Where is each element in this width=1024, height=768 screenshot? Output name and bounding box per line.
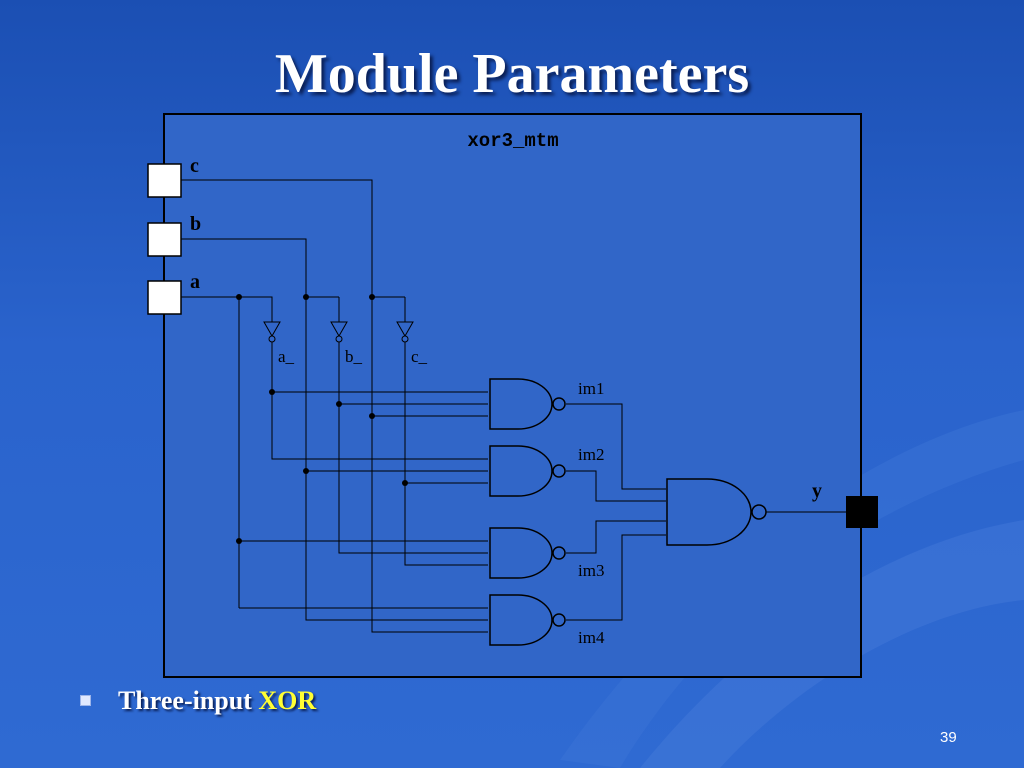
inverter-b [330,321,348,343]
nand-gate-im2 [489,445,566,497]
bullet-item: Three-input XOR [118,686,316,716]
slide-title: Module Parameters [274,43,750,105]
wire-im2-label: im2 [578,445,604,464]
wires [181,179,846,633]
junction-dots [236,294,408,544]
inverter-a-label: a_ [278,347,295,366]
nand-gate-im1 [489,378,566,430]
port-y [846,496,878,528]
inverter-c-label: c_ [411,347,428,366]
inverter-c [396,321,414,343]
port-a [147,280,182,315]
port-c-label: c [190,155,199,177]
port-c [147,163,182,198]
port-y-label: y [812,480,822,502]
nand-gate-im3 [489,527,566,579]
port-b [147,222,182,257]
bullet-text: Three-input [118,686,259,715]
port-b-label: b [190,213,201,235]
module-name-label: xor3_mtm [467,130,558,152]
wire-im3-label: im3 [578,561,604,580]
page-number: 39 [940,729,957,746]
nand-gate-final [666,478,767,546]
bullet-square-icon [80,695,91,706]
inverter-a [263,321,281,343]
nand-gate-im4 [489,594,566,646]
inverter-b-label: b_ [345,347,363,366]
port-a-label: a [190,271,200,293]
wire-im4-label: im4 [578,628,605,647]
wire-im1-label: im1 [578,379,604,398]
bullet-highlight: XOR [258,686,317,715]
